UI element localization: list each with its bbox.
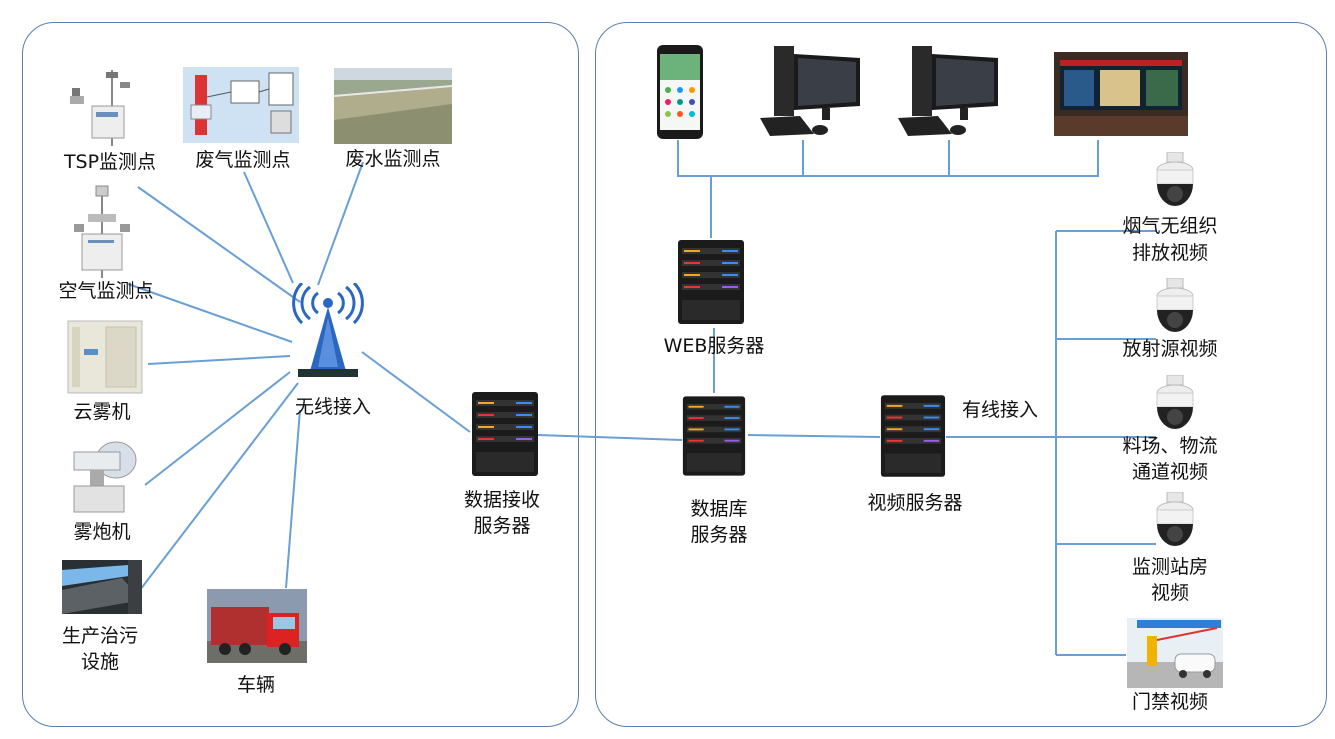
vehicle-image xyxy=(207,589,307,663)
production-label-2: 设施 xyxy=(80,651,119,673)
link-wireless-receive xyxy=(361,351,471,433)
database-server-icon xyxy=(682,396,746,476)
yard-camera-label-1: 料场、物流 xyxy=(1122,435,1218,457)
smoke-camera-label-1: 烟气无组织 xyxy=(1122,215,1218,237)
waste-water-label: 废水监测点 xyxy=(345,148,441,170)
video-server-icon xyxy=(880,395,946,477)
radiation-camera-label: 放射源视频 xyxy=(1122,338,1218,360)
station-camera-label-2: 视频 xyxy=(1150,582,1189,604)
dome-camera-icon-1 xyxy=(1156,152,1194,206)
dome-camera-icon-4 xyxy=(1156,492,1194,546)
desktop-computer-icon-2 xyxy=(898,46,998,136)
cloud-fog-image xyxy=(67,320,143,394)
left-panel xyxy=(22,22,579,727)
production-facility-image xyxy=(62,560,142,614)
gate-camera-label: 门禁视频 xyxy=(1131,691,1208,713)
desktop-computer-icon-1 xyxy=(760,46,860,136)
fog-cannon-image xyxy=(73,441,137,513)
gate-image xyxy=(1127,618,1223,688)
link-production xyxy=(139,382,299,591)
control-room-image xyxy=(1054,52,1188,136)
wireless-label: 无线接入 xyxy=(294,396,371,418)
link-waste-water xyxy=(317,161,364,286)
vehicle-label: 车辆 xyxy=(236,674,275,696)
tsp-monitor-image xyxy=(70,70,130,146)
wireless-tower-icon xyxy=(292,283,364,377)
station-camera-label-1: 监测站房 xyxy=(1131,556,1208,578)
waste-gas-image xyxy=(183,67,299,143)
link-waste-gas xyxy=(243,171,294,284)
link-database-video xyxy=(747,434,881,438)
link-tsp xyxy=(137,186,301,303)
link-cloud-fog xyxy=(147,355,291,365)
web-server-label: WEB服务器 xyxy=(663,335,765,357)
database-server-label-2: 服务器 xyxy=(690,524,748,546)
right-panel xyxy=(595,22,1327,727)
link-receive-database xyxy=(537,434,683,441)
client-bus xyxy=(677,140,1099,177)
database-server-label-1: 数据库 xyxy=(690,498,748,520)
web-server-icon xyxy=(678,240,744,324)
dome-camera-icon-2 xyxy=(1156,278,1194,332)
link-fog-cannon xyxy=(144,371,291,486)
link-air xyxy=(127,283,293,343)
dome-camera-icon-3 xyxy=(1156,375,1194,429)
wired-label: 有线接入 xyxy=(961,399,1038,421)
waste-gas-label: 废气监测点 xyxy=(195,149,291,171)
receive-server-label-1: 数据接收 xyxy=(463,489,540,511)
air-label: 空气监测点 xyxy=(58,280,154,302)
phone-icon xyxy=(657,45,703,139)
yard-camera-label-2: 通道视频 xyxy=(1131,461,1208,483)
waste-water-image xyxy=(334,68,452,144)
receive-server-label-2: 服务器 xyxy=(473,515,531,537)
video-server-label: 视频服务器 xyxy=(867,492,963,514)
production-label-1: 生产治污 xyxy=(61,625,138,647)
tsp-label: TSP监测点 xyxy=(63,151,157,173)
air-monitor-image xyxy=(74,185,130,278)
link-vehicle xyxy=(285,409,301,589)
cloud-fog-label: 云雾机 xyxy=(73,401,131,423)
receive-server-icon xyxy=(472,392,538,476)
fog-cannon-label: 雾炮机 xyxy=(73,521,131,543)
smoke-camera-label-2: 排放视频 xyxy=(1131,242,1208,264)
